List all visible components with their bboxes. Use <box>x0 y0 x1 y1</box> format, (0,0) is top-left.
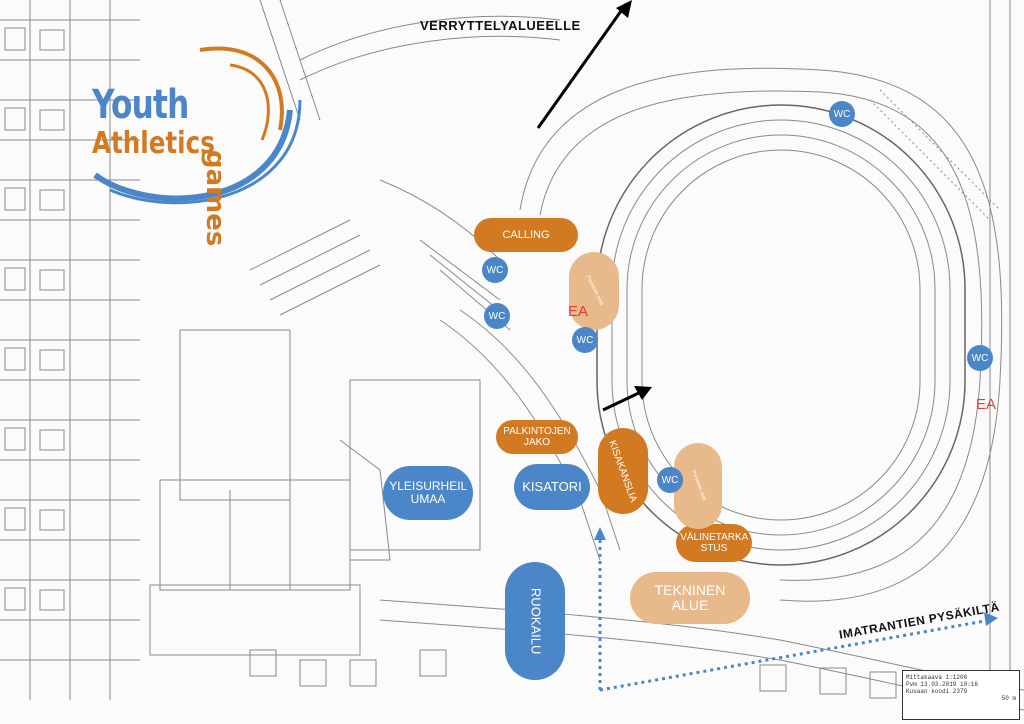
zone-kisakanslia-label: KISAKANSLIA <box>606 438 640 504</box>
zone-valinetarkastus[interactable]: VÄLINETARKA STUS <box>676 524 752 562</box>
zone-palkintojen-jako[interactable]: PALKINTOJEN JAKO <box>496 420 578 454</box>
zone-calling[interactable]: CALLING <box>474 218 578 252</box>
wc-marker[interactable]: WC <box>829 101 855 127</box>
logo-word-youth: Youth <box>92 82 189 128</box>
wc-marker[interactable]: WC <box>572 327 598 353</box>
ea-first-aid-marker: EA <box>976 396 997 413</box>
wc-marker[interactable]: WC <box>482 257 508 283</box>
scale-line: Mittakaava 1:1200 <box>906 674 968 681</box>
zone-ruokailu[interactable]: RUOKAILU <box>505 562 565 680</box>
zone-tekninen-alue[interactable]: TEKNINEN ALUE <box>630 572 750 624</box>
logo-word-games: games <box>200 150 230 247</box>
youth-athletics-games-logo: Youth Athletics games <box>70 40 300 246</box>
ea-first-aid-marker: EA <box>568 303 589 320</box>
wc-marker[interactable]: WC <box>967 345 993 371</box>
wc-marker[interactable]: WC <box>484 303 510 329</box>
warmup-area-label: VERRYTTELYALUEELLE <box>420 18 581 33</box>
zone-route-2[interactable]: Punainen reitti <box>674 443 722 529</box>
zone-kisakanslia[interactable]: KISAKANSLIA <box>598 428 648 514</box>
zone-ruokailu-label: RUOKAILU <box>528 587 544 655</box>
scale-line: 50 m <box>1001 695 1016 702</box>
wc-marker[interactable]: WC <box>657 467 683 493</box>
zone-kisatori[interactable]: KISATORI <box>514 464 590 510</box>
scale-line: Pvm 13.03.2019 10:16 <box>906 681 979 688</box>
zone-route-2-label: Punainen reitti <box>690 469 707 502</box>
logo-word-athletics: Athletics <box>92 126 215 161</box>
scale-line: Kuvaan koodi 2379 <box>906 688 968 695</box>
zone-yleisurheilumaa[interactable]: YLEISURHEIL UMAA <box>383 466 473 520</box>
zone-route-1[interactable]: Punainen reitti <box>569 252 619 330</box>
zone-route-1-label: Punainen reitti <box>584 274 605 307</box>
map-scale-box: Mittakaava 1:1200 Pvm 13.03.2019 10:16 K… <box>902 670 1020 720</box>
